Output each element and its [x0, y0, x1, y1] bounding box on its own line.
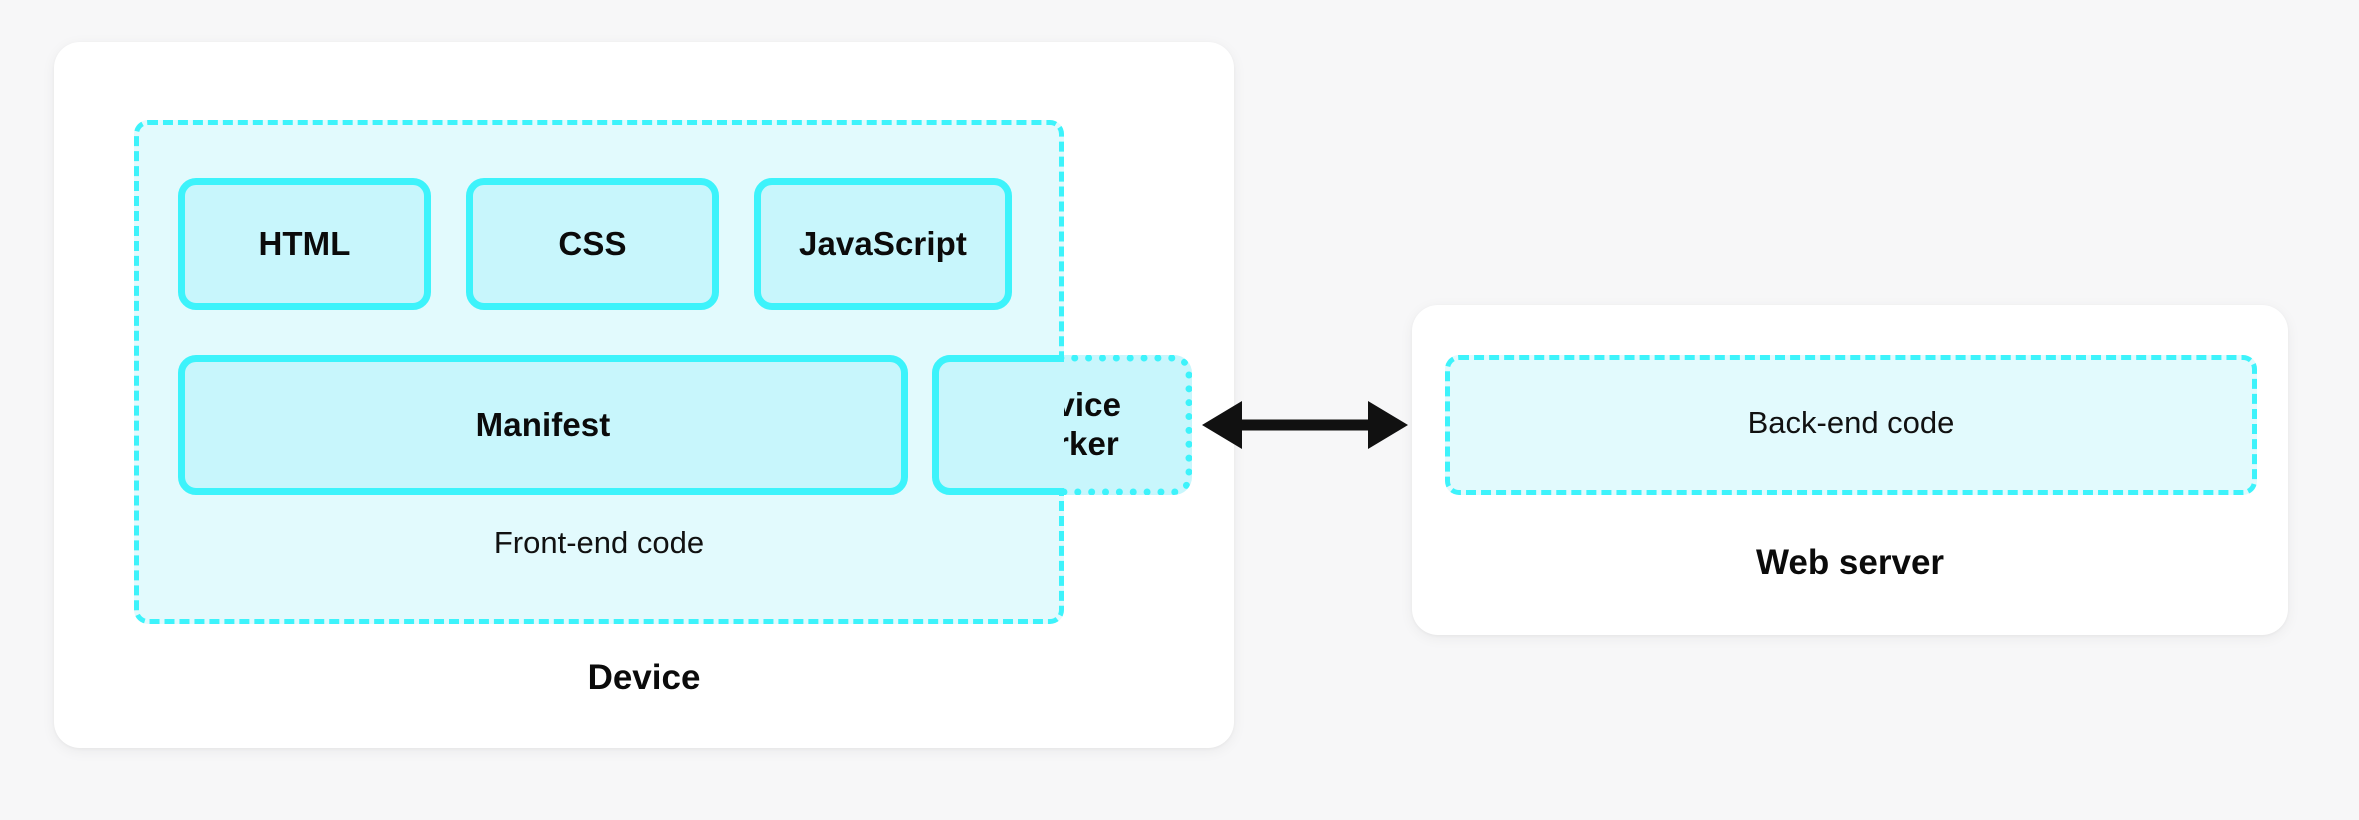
frontend-code-caption: Front-end code [493, 525, 705, 560]
bidirectional-arrow-icon [1202, 401, 1408, 449]
device-caption: Device [587, 658, 701, 697]
css-box-label: CSS [558, 224, 627, 262]
service-worker-label-line-2: Worker [1005, 425, 1119, 462]
html-box-label: HTML [258, 224, 351, 262]
javascript-box[interactable]: JavaScript [754, 178, 1012, 310]
manifest-box[interactable]: Manifest [178, 355, 908, 495]
manifest-box-label: Manifest [475, 405, 611, 443]
service-worker-box-label: Service Worker [1003, 386, 1121, 464]
css-box[interactable]: CSS [466, 178, 719, 310]
backend-code-region [1445, 355, 2257, 495]
html-box[interactable]: HTML [178, 178, 431, 310]
service-worker-label-line-1: Service [1002, 386, 1122, 424]
web-server-caption: Web server [1755, 543, 1945, 582]
javascript-box-label: JavaScript [799, 224, 967, 262]
backend-code-label: Back-end code [1747, 405, 1955, 440]
service-worker-box[interactable]: Service Worker [932, 355, 1192, 495]
